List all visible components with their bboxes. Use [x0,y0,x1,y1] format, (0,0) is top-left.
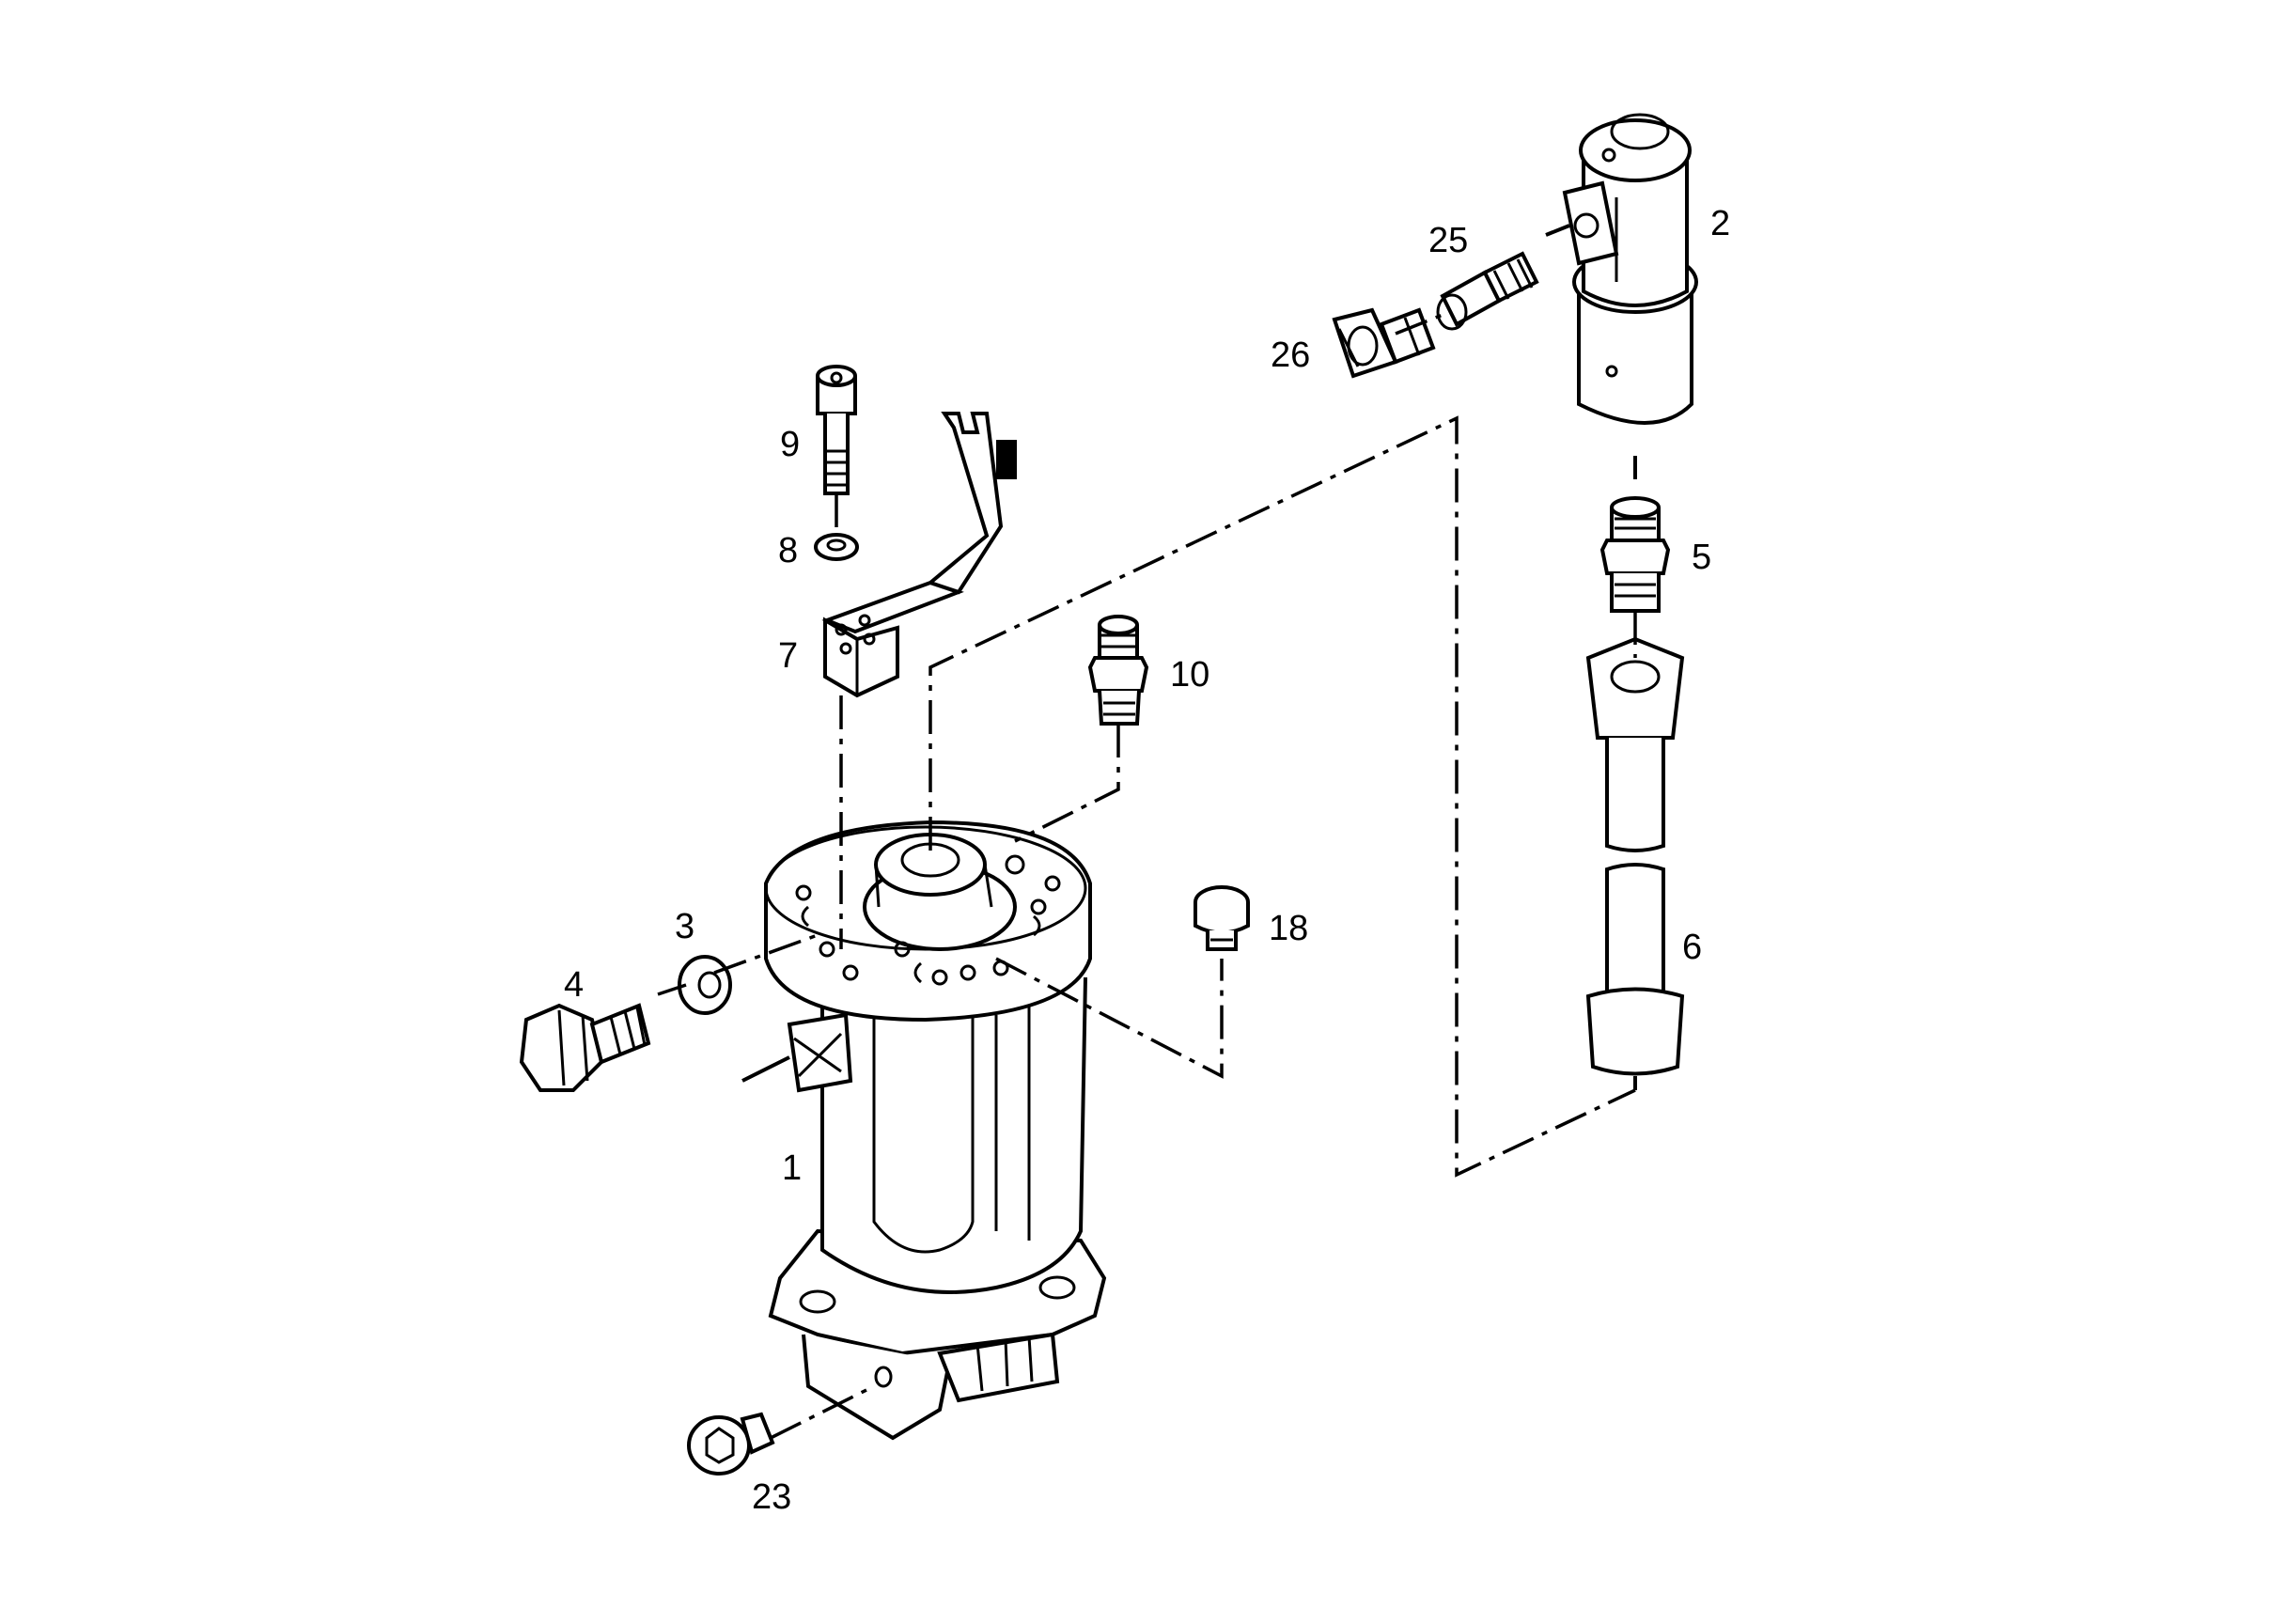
part-labels: 1 2 3 4 5 6 7 8 9 10 18 23 25 26 [564,204,1730,1517]
label-part-9: 9 [780,425,800,464]
part-2-valve-body [1545,113,1698,479]
label-part-8: 8 [778,531,798,570]
part-10-fitting [1087,615,1149,726]
label-part-7: 7 [778,636,798,676]
part-9-bolt [816,365,857,495]
part-7-bracket [821,412,1017,698]
part-23-plug [687,1412,775,1476]
label-part-26: 26 [1271,336,1310,375]
part-6-pipe [1585,636,1685,1090]
label-part-25: 25 [1428,221,1468,260]
part-1-housing [741,820,1107,1441]
part-18-plug [1194,885,1250,951]
part-26-banjo-fitting [1332,307,1436,379]
part-4-hex-bolt [519,1003,651,1092]
part-5-union [1599,496,1671,613]
part-3-washer [678,955,732,1015]
label-part-6: 6 [1682,928,1702,967]
part-8-washer [814,533,859,561]
assembly-lines [657,313,1637,1440]
label-part-5: 5 [1692,538,1711,577]
label-part-3: 3 [675,907,694,946]
part-25-fitting [1436,251,1539,331]
label-part-4: 4 [564,965,584,1005]
label-part-18: 18 [1269,909,1308,948]
label-part-23: 23 [752,1477,791,1517]
label-part-2: 2 [1710,204,1730,243]
label-part-10: 10 [1170,655,1209,695]
label-part-1: 1 [782,1148,802,1188]
